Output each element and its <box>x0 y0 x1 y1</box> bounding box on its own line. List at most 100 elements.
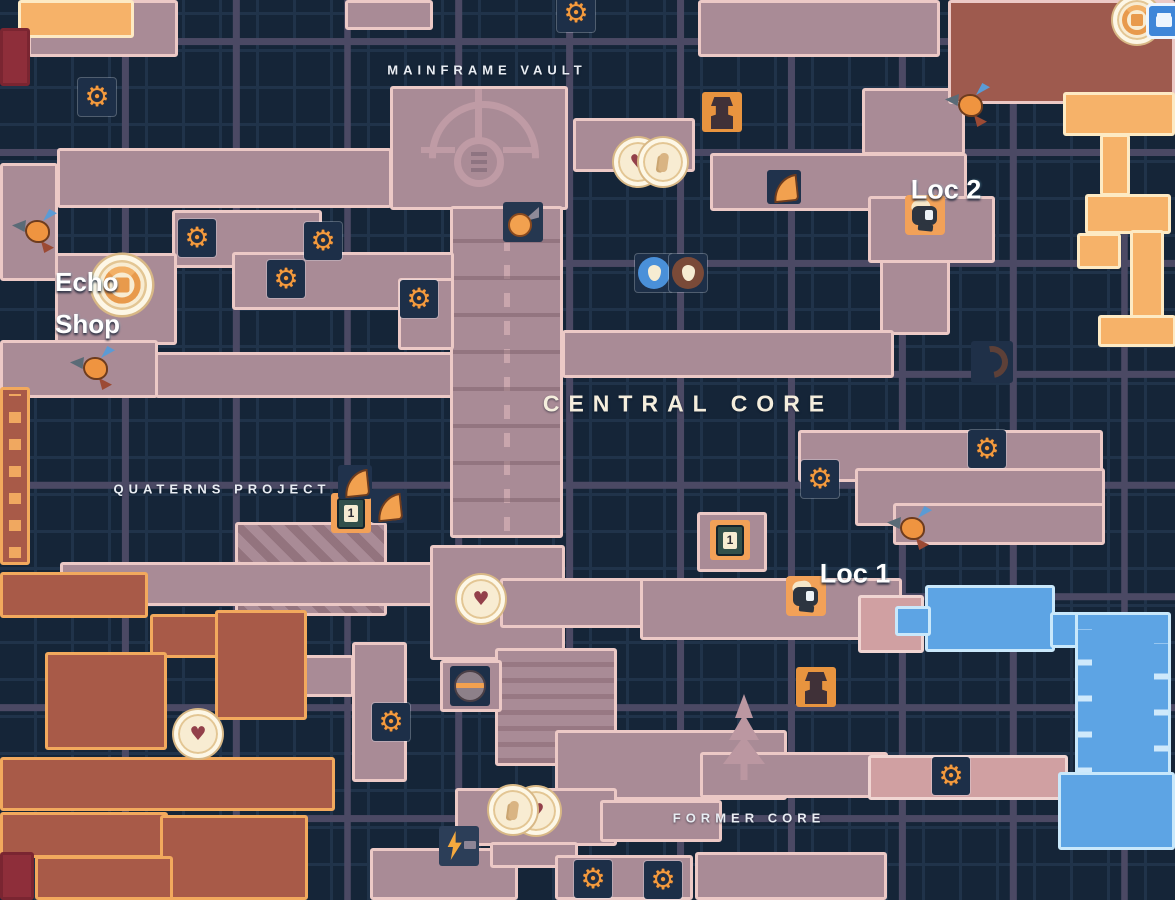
room-mv <box>345 0 433 30</box>
loc-2-marker[interactable] <box>905 195 945 235</box>
room-or <box>1098 315 1175 347</box>
mech-boss-icon <box>796 667 836 707</box>
icon-frame <box>92 255 152 315</box>
room-rb <box>35 856 173 900</box>
room-or <box>18 0 134 38</box>
icon-frame: ⚙ <box>968 430 1006 468</box>
gear-icon: ⚙ <box>574 860 612 898</box>
quaterns-project-label: QUATERNS PROJECT <box>113 481 331 497</box>
icon-frame <box>12 207 58 253</box>
drill-enemy-icon <box>503 202 543 242</box>
winged-enemy-icon <box>12 207 58 253</box>
room-mv <box>155 352 453 398</box>
icon-frame: ⚙ <box>574 860 612 898</box>
room-col <box>0 387 30 565</box>
gear-icon: ⚙ <box>267 260 305 298</box>
room-wa <box>925 585 1055 652</box>
room-mv <box>695 852 887 900</box>
gear-icon: ⚙ <box>932 757 970 795</box>
room-or <box>1063 92 1175 136</box>
icon-frame: ⚙ <box>932 757 970 795</box>
icon-frame: ⚙ <box>267 260 305 298</box>
room-wa <box>895 606 931 636</box>
room-or <box>1077 233 1121 269</box>
icon-frame: ⚙ <box>557 0 595 32</box>
health-station-icon: ♥ <box>457 575 505 623</box>
loc-1-marker[interactable] <box>786 576 826 616</box>
icon-frame <box>635 254 673 292</box>
vault-dial-decor <box>421 89 539 211</box>
icon-frame <box>796 667 836 707</box>
icon-frame <box>450 666 490 706</box>
icon-frame <box>669 254 707 292</box>
icon-frame <box>1146 3 1175 39</box>
room-mv <box>450 206 563 538</box>
room-mv <box>302 655 354 697</box>
icon-frame: ⚙ <box>372 703 410 741</box>
room-rb <box>0 757 335 811</box>
gear-icon: ⚙ <box>400 280 438 318</box>
room-mv <box>600 800 722 842</box>
gear-icon: ⚙ <box>644 861 682 899</box>
mech-boss-icon <box>702 92 742 132</box>
icon-frame <box>338 465 372 499</box>
icon-frame <box>702 92 742 132</box>
wrench-enemy-icon <box>969 339 1015 385</box>
gear-icon: ⚙ <box>557 0 595 32</box>
room-rb <box>0 572 148 618</box>
icon-frame: ⚙ <box>801 460 839 498</box>
room-cr <box>0 852 34 900</box>
room-rb <box>160 815 308 900</box>
supply-station-icon <box>639 138 687 186</box>
room-mv <box>698 0 940 57</box>
icon-frame <box>639 138 687 186</box>
gear-icon: ⚙ <box>178 219 216 257</box>
room-mv <box>57 148 392 208</box>
icon-frame <box>371 489 405 523</box>
antenna-decor <box>721 694 767 780</box>
power-station-icon <box>439 826 479 866</box>
icon-frame: ⚙ <box>178 219 216 257</box>
room-rb <box>45 652 167 750</box>
loc-2-annotation: Loc 2 <box>910 174 982 205</box>
fin-pickup-icon <box>338 465 372 499</box>
vendor-icon[interactable] <box>1146 3 1175 39</box>
gear-icon: ⚙ <box>968 430 1006 468</box>
icon-frame: ♥ <box>457 575 505 623</box>
loc-1-annotation: Loc 1 <box>819 558 891 589</box>
gear-icon: ⚙ <box>801 460 839 498</box>
chip-station-icon: 1 <box>710 520 750 560</box>
gear-icon: ⚙ <box>372 703 410 741</box>
winged-enemy-icon <box>70 344 116 390</box>
brown-capsule-icon <box>669 254 707 292</box>
icon-frame: ⚙ <box>78 78 116 116</box>
fin-pickup-icon <box>767 170 801 204</box>
icon-frame: ⚙ <box>304 222 342 260</box>
icon-frame: ⚙ <box>644 861 682 899</box>
icon-frame <box>439 826 479 866</box>
blue-capsule-icon <box>635 254 673 292</box>
room-rb <box>215 610 307 720</box>
icon-frame <box>503 202 543 242</box>
supply-station-icon <box>489 786 537 834</box>
ball-enemy-icon <box>450 666 490 706</box>
echo-shop-annotation: Echo Shop <box>55 267 120 339</box>
icon-frame <box>767 170 801 204</box>
icon-frame <box>969 339 1015 385</box>
room-wa <box>1058 772 1175 850</box>
room-mv <box>880 260 950 335</box>
icon-frame: 1 <box>331 493 371 533</box>
room-mv <box>562 330 894 378</box>
icon-frame <box>905 195 945 235</box>
icon-frame <box>786 576 826 616</box>
icon-frame <box>887 504 933 550</box>
icon-frame <box>489 786 537 834</box>
chip-station-icon: 1 <box>331 493 371 533</box>
gear-icon: ⚙ <box>304 222 342 260</box>
echo-shop-marker[interactable] <box>92 255 152 315</box>
icon-frame: 1 <box>710 520 750 560</box>
gear-icon: ⚙ <box>78 78 116 116</box>
health-station-icon: ♥ <box>174 710 222 758</box>
room-or <box>1100 134 1130 196</box>
